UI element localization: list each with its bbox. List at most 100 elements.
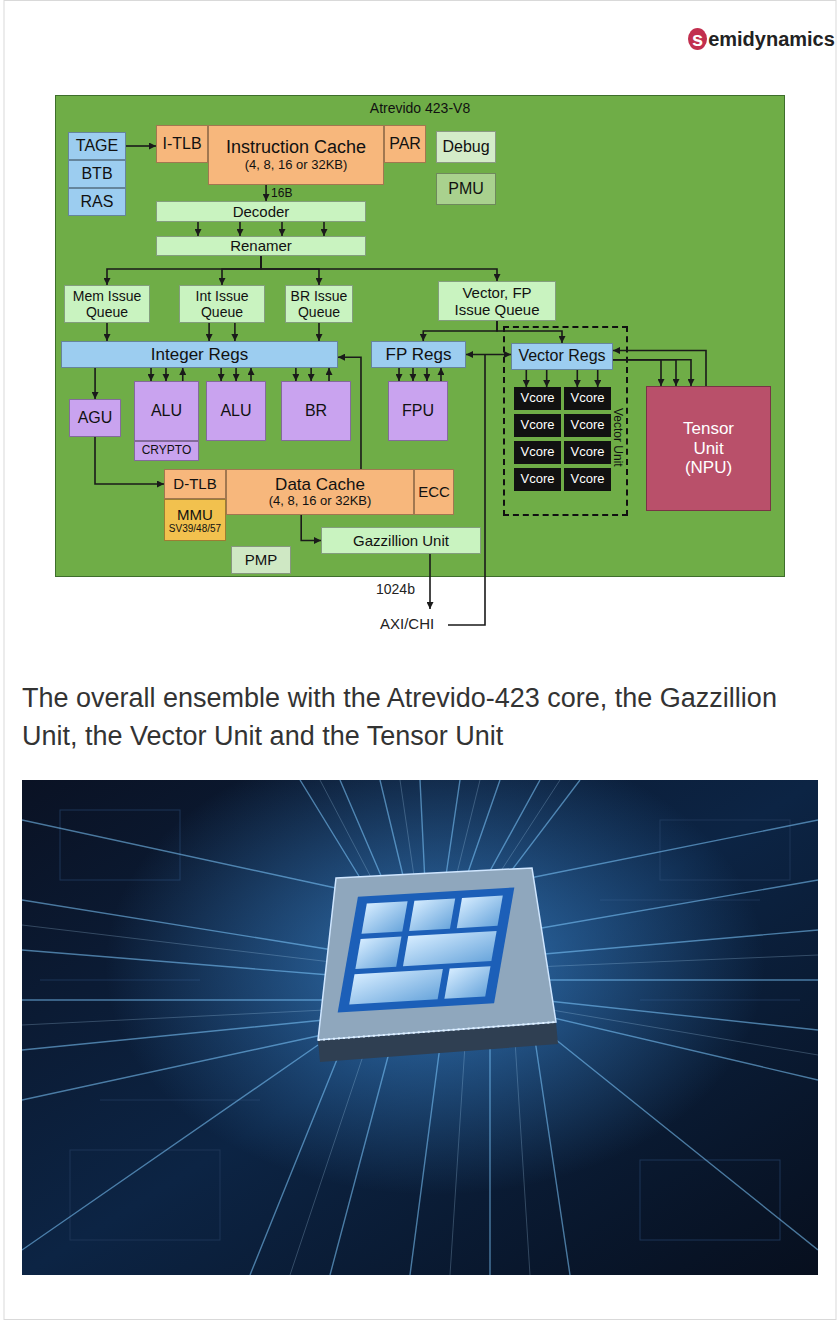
box-sublabel: (4, 8, 16 or 32KB) (245, 158, 348, 173)
light-lines-faint (22, 780, 818, 1275)
label-holder: Vector Unit (612, 408, 624, 467)
connector (546, 370, 548, 387)
issue-queue: Int Issue Queue (179, 285, 265, 323)
mmu-box: MMUSV39/48/57 (164, 499, 226, 541)
vector-core: Vcore (564, 414, 611, 437)
execution-unit: BR (281, 381, 351, 441)
issue-queue: BR Issue Queue (285, 285, 353, 323)
label-holder: 1024b (376, 581, 415, 597)
label-holder: 16B (271, 187, 292, 199)
connector (261, 256, 497, 281)
execution-unit: FPU (388, 381, 448, 441)
connector (613, 351, 706, 386)
connector (265, 185, 267, 201)
box-label: ECC (418, 483, 450, 500)
box-label: Gazzillion Unit (353, 532, 449, 549)
connector (423, 321, 497, 341)
cache-box: Instruction Cache(4, 8, 16 or 32KB) (208, 125, 384, 185)
processor-core: Atrevido 423-V8TAGE BTB RAS I-TLB Instructio… (55, 95, 785, 577)
box-label: Vcore (521, 391, 555, 406)
box-label: Integer Regs (151, 345, 248, 365)
box-label: Instruction Cache (226, 137, 366, 158)
pipeline-stage: Renamer (156, 236, 366, 256)
connector (412, 368, 414, 381)
ecc-box: ECC (414, 469, 454, 515)
bus-wire (429, 554, 431, 609)
box-label: I-TLB (162, 135, 201, 153)
connector (398, 368, 400, 381)
execution-unit: ALU (206, 381, 266, 441)
protection-box: PMP (231, 546, 291, 574)
bus-width: 1024b (376, 581, 415, 597)
connector (597, 370, 599, 387)
vector-core: Vcore (564, 387, 611, 410)
box-label: D-TLB (173, 475, 216, 492)
box-label: Decoder (233, 203, 290, 220)
box-label: Debug (442, 138, 489, 156)
light-lines (22, 780, 818, 1275)
box-sublabel: SV39/48/57 (169, 523, 221, 535)
predictor-box: RAS (68, 188, 126, 216)
monitor-box: PMU (436, 173, 496, 205)
connector (426, 368, 428, 381)
glow (105, 780, 765, 1195)
label-holder: AXI/CHI (380, 615, 434, 632)
connector (234, 323, 236, 341)
box-label: Int Issue Queue (182, 288, 262, 320)
connector (126, 145, 156, 147)
prefetch-unit: Gazzillion Unit (321, 527, 481, 554)
chip-illustration (22, 780, 818, 1275)
box-label: RAS (81, 193, 114, 211)
vector-core: Vcore (564, 441, 611, 464)
box-label: Vcore (521, 472, 555, 487)
chip-die (338, 887, 515, 1012)
box-label: BTB (81, 165, 112, 183)
box-label: Vcore (571, 418, 605, 433)
vector-core: Vcore (514, 387, 561, 410)
connector (576, 370, 578, 387)
predictor-box: TAGE (68, 132, 126, 160)
box-label: BR Issue Queue (288, 288, 350, 320)
connector (338, 357, 361, 469)
box-label: Vector Regs (518, 347, 605, 365)
tlb-box: I-TLB (156, 125, 208, 163)
tlb-box: D-TLB (164, 469, 226, 499)
connector (250, 368, 252, 381)
connector (323, 222, 325, 236)
connector (613, 360, 676, 386)
box-label: ALU (151, 402, 182, 420)
connector (318, 323, 320, 341)
connector (106, 323, 108, 341)
box-sublabel: (4, 8, 16 or 32KB) (269, 494, 372, 509)
connector (95, 437, 164, 484)
box-label: Tensor Unit (NPU) (669, 419, 749, 478)
box-label: Vcore (571, 391, 605, 406)
box-label: FPU (402, 402, 434, 420)
vector-unit: Vector UnitVector RegsVcoreVcoreVcoreVco… (503, 326, 628, 516)
connector (613, 360, 691, 386)
bus-wire (448, 354, 485, 625)
box-label: Atrevido 423-V8 (370, 100, 470, 116)
vector-core: Vcore (514, 414, 561, 437)
vector-core: Vcore (514, 468, 561, 491)
issue-queue: Vector, FP Issue Queue (438, 281, 556, 321)
connector (222, 256, 261, 285)
issue-queue: Mem Issue Queue (64, 285, 150, 323)
vector-core: Vcore (514, 441, 561, 464)
box-label: PMU (448, 180, 484, 198)
caption-holder: The overall ensemble with the Atrevido-4… (22, 680, 822, 756)
interface-name: AXI/CHI (380, 615, 434, 632)
connector (525, 370, 527, 387)
connector (295, 368, 297, 381)
box-label: MMU (177, 506, 213, 523)
register-file: Integer Regs (61, 341, 338, 368)
chip-pins (318, 1022, 556, 1040)
connector (466, 354, 511, 356)
card-frame (4, 1, 836, 1320)
connector (281, 222, 283, 236)
connector (261, 256, 319, 285)
connector (301, 515, 321, 541)
connector (613, 360, 661, 386)
